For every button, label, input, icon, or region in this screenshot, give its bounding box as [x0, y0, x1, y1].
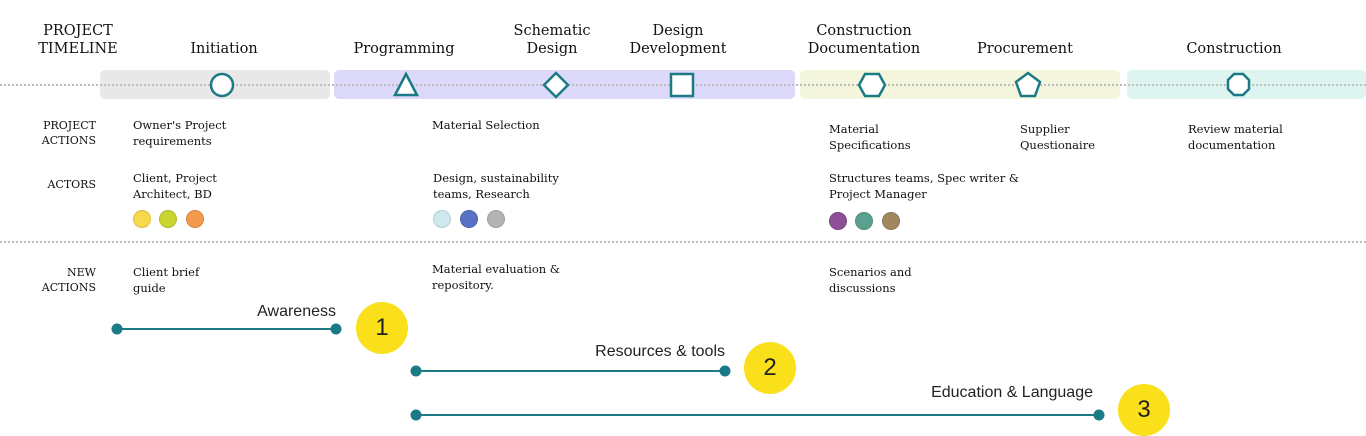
new-action-client-brief: Client brief guide — [133, 265, 200, 295]
actor-avatar — [159, 210, 177, 228]
awareness-end-dot — [330, 323, 342, 335]
actor-avatar — [133, 210, 151, 228]
section-divider — [0, 241, 1366, 243]
project-action-review-documentation: Review material documentation — [1188, 122, 1283, 152]
stage-design-development: Design Development — [629, 23, 727, 57]
timeline-title: PROJECT TIMELINE — [38, 23, 118, 57]
new-action-scenarios: Scenarios and discussions — [829, 265, 912, 295]
phase-badge-2: 2 — [744, 342, 796, 394]
stage-programming: Programming — [353, 41, 455, 57]
actor-avatar — [433, 210, 451, 228]
actors-design: Design, sustainability teams, Research — [433, 171, 559, 201]
circle-icon — [209, 72, 235, 98]
resources-end-dot — [719, 365, 731, 377]
project-action-material-specifications: Material Specifications — [829, 122, 911, 152]
actor-avatar — [186, 210, 204, 228]
awareness-start-dot — [111, 323, 123, 335]
project-action-supplier-questionaire: Supplier Questionaire — [1020, 122, 1096, 152]
education-start-dot — [410, 409, 422, 421]
actor-avatar — [460, 210, 478, 228]
actor-avatar — [487, 210, 505, 228]
octagon-icon — [1226, 72, 1251, 97]
actors-label: ACTORS — [47, 178, 96, 191]
new-action-material-evaluation: Material evaluation & repository. — [432, 262, 561, 292]
phase-label-education: Education & Language — [931, 384, 1093, 401]
phase-label-awareness: Awareness — [257, 303, 336, 320]
stage-construction-documentation: Construction Documentation — [807, 23, 921, 57]
square-icon — [669, 72, 695, 98]
actors-initiation: Client, Project Architect, BD — [133, 171, 217, 201]
phase-badge-3: 3 — [1118, 384, 1170, 436]
diamond-icon — [542, 71, 570, 99]
stage-procurement: Procurement — [977, 41, 1073, 57]
new-actions-label: NEW ACTIONS — [41, 266, 96, 294]
stage-construction: Construction — [1186, 41, 1282, 57]
project-actions-label: PROJECT ACTIONS — [41, 119, 96, 147]
actor-avatar — [829, 212, 847, 230]
phase-badge-1: 1 — [356, 302, 408, 354]
actors-documentation: Structures teams, Spec writer & Project … — [829, 171, 1020, 201]
triangle-icon — [392, 71, 420, 97]
project-action-owners-requirements: Owner's Project requirements — [133, 118, 227, 148]
resources-start-dot — [410, 365, 422, 377]
actor-avatar — [855, 212, 873, 230]
phase-label-resources: Resources & tools — [595, 343, 725, 360]
timeline-markers — [209, 71, 1251, 99]
hexagon-icon — [857, 72, 887, 98]
project-action-material-selection: Material Selection — [432, 118, 540, 132]
actor-avatar — [882, 212, 900, 230]
pentagon-icon — [1014, 71, 1042, 98]
stage-initiation: Initiation — [190, 41, 258, 57]
education-end-dot — [1093, 409, 1105, 421]
stage-schematic-design: Schematic Design — [513, 23, 591, 57]
